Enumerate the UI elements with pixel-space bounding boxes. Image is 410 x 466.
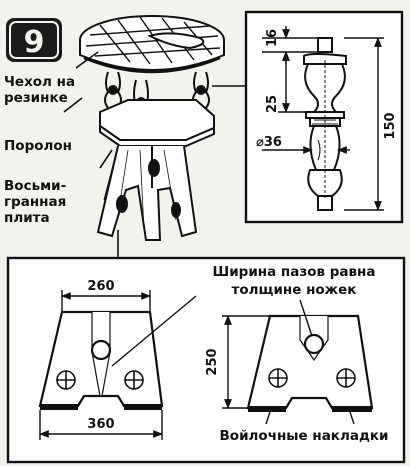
label-cover-line1: Чехол на — [4, 74, 75, 90]
label-plate-line3: плита — [4, 210, 50, 226]
baluster-detail-panel: 16 25 ⌀36 150 — [212, 10, 404, 224]
leg-board-left — [38, 310, 164, 408]
figure-number-badge: 9 — [6, 18, 62, 62]
leg-pattern-panel: 260 360 250 — [6, 256, 406, 464]
label-plate-line1: Восьми- — [4, 178, 66, 194]
dim-top-width: 260 — [87, 279, 114, 294]
label-foam: Поролон — [4, 138, 72, 154]
stool-leaders — [63, 51, 113, 169]
stool-illustration — [79, 15, 225, 241]
dim-post-length: 150 — [383, 112, 398, 139]
dim-post-diameter: ⌀36 — [256, 135, 282, 150]
label-slot-note-line1: Ширина пазов равна — [213, 264, 376, 280]
dim-post-neck: 25 — [265, 95, 280, 113]
dim-bottom-width: 360 — [87, 417, 114, 432]
label-felt-pads: Войлочные накладки — [220, 428, 389, 444]
dim-post-top: 16 — [265, 29, 280, 47]
label-cover-line2: резинке — [4, 90, 68, 106]
label-slot-note-line2: толщине ножек — [232, 282, 357, 298]
dim-leg-height: 250 — [205, 348, 220, 375]
figure-number: 9 — [24, 25, 45, 60]
label-plate-line2: гранная — [4, 194, 66, 210]
